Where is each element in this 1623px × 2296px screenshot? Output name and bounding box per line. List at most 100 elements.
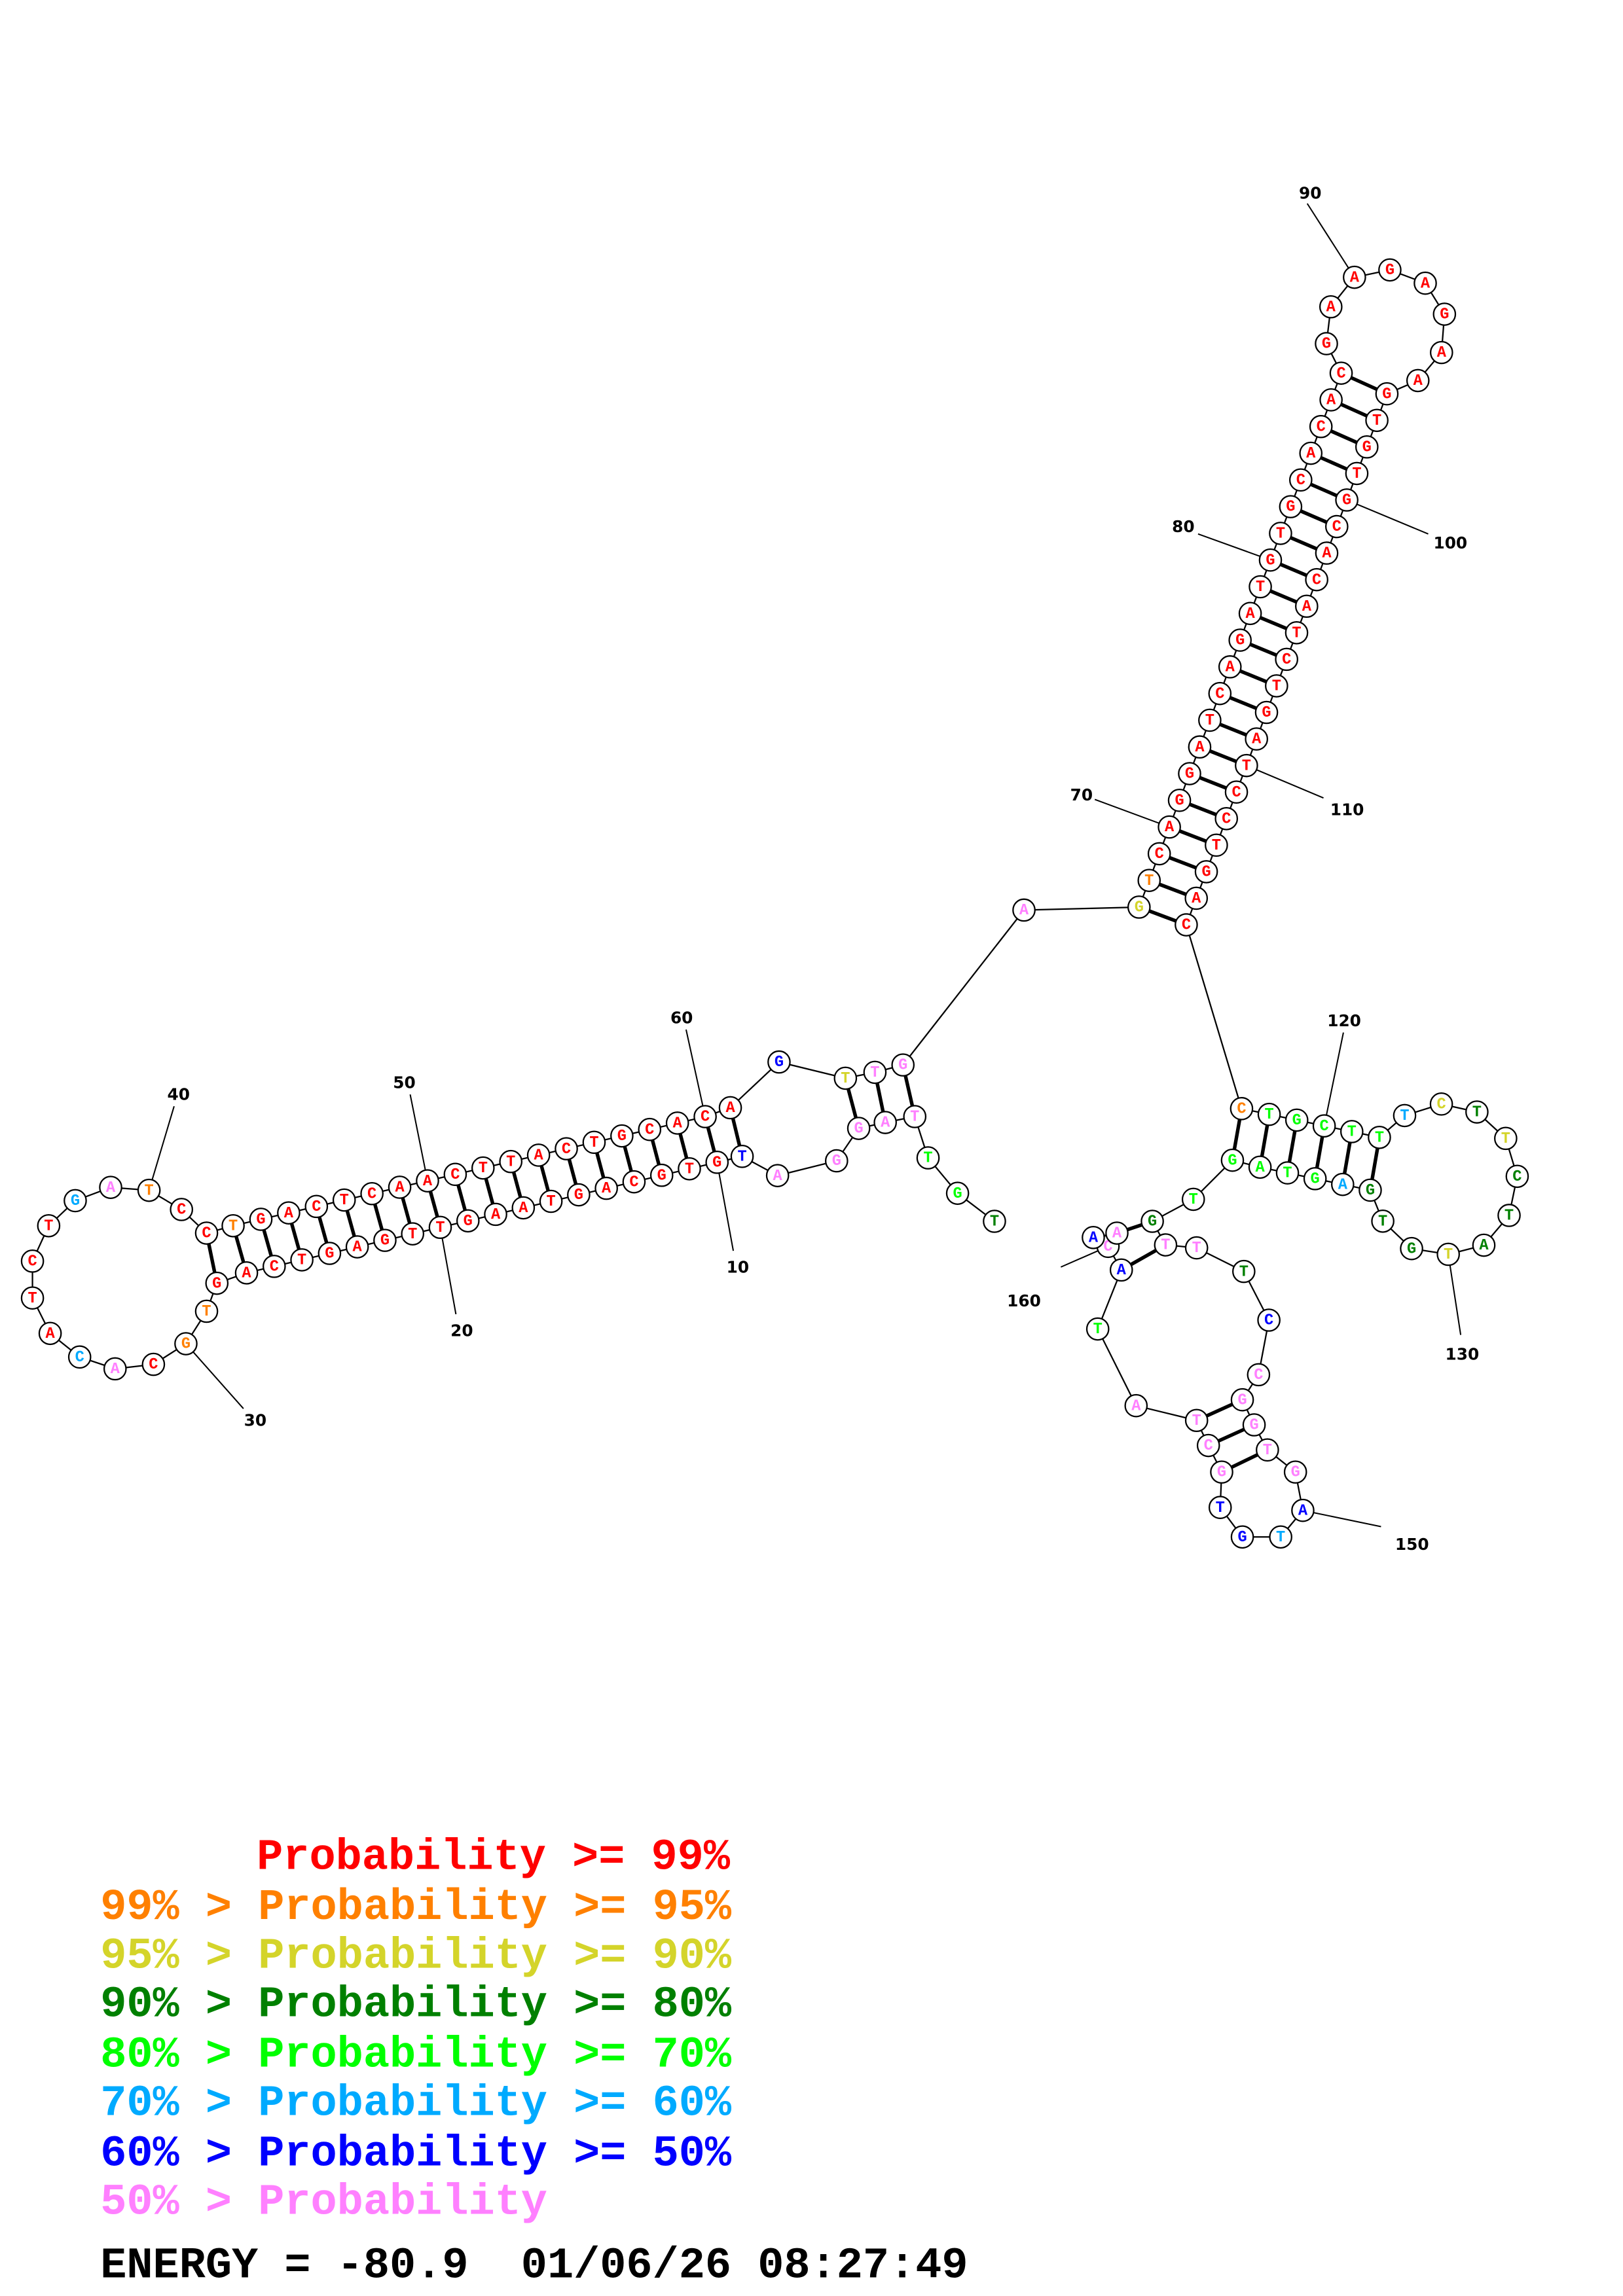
- nucleotide-letter: C: [1332, 518, 1341, 536]
- nucleotide-letter: C: [1320, 1118, 1329, 1136]
- legend-entry: Probability >= 99%: [257, 1833, 731, 1882]
- nucleotide-letter: C: [1155, 846, 1164, 863]
- nucleotide-letter: C: [1296, 472, 1305, 490]
- nucleotide-37: T: [37, 1213, 61, 1238]
- backbone-segment: [1023, 906, 1139, 911]
- nucleotide-letter: T: [228, 1217, 238, 1235]
- nucleotide-48: C: [360, 1181, 384, 1206]
- nucleotide-137: A: [1248, 1155, 1272, 1179]
- nucleotide-circle: [1245, 727, 1268, 751]
- nucleotide-circle: [891, 1053, 915, 1077]
- nucleotide-1: T: [983, 1210, 1006, 1233]
- nucleotide-circle: [526, 1143, 551, 1167]
- nucleotide-letter: A: [1326, 298, 1336, 316]
- position-label-50: 50: [393, 1073, 415, 1092]
- nucleotide-circle: [373, 1229, 397, 1252]
- nucleotide-circle: [1315, 541, 1339, 565]
- nucleotide-letter: G: [1228, 1152, 1237, 1170]
- nucleotide-circle: [1218, 655, 1242, 679]
- nucleotide-letter: G: [1366, 1182, 1375, 1200]
- nucleotide-120: C: [1312, 1114, 1336, 1138]
- nucleotide-letter: G: [712, 1154, 721, 1172]
- nucleotide-letter: G: [1286, 499, 1295, 516]
- nucleotide-letter: C: [1264, 1312, 1273, 1330]
- backbone-segment: [1185, 924, 1243, 1109]
- nucleotide-letter: G: [1385, 262, 1395, 279]
- nucleotide-letter: T: [910, 1109, 919, 1126]
- nucleotide-circle: [20, 1249, 45, 1273]
- nucleotide-136: T: [1275, 1161, 1300, 1185]
- nucleotide-circle: [1249, 575, 1272, 599]
- nucleotide-8: A: [765, 1164, 790, 1187]
- nucleotide-circle: [1505, 1164, 1529, 1189]
- nucleotide-letter: T: [685, 1160, 694, 1178]
- nucleotide-24: G: [318, 1242, 342, 1265]
- nucleotide-102: A: [1315, 541, 1339, 565]
- position-label-leader: [1197, 533, 1271, 561]
- nucleotide-83: C: [1288, 468, 1313, 492]
- nucleotide-letter: T: [1352, 465, 1361, 483]
- nucleotide-letter: A: [773, 1168, 783, 1185]
- position-label-leader: [1306, 203, 1355, 278]
- nucleotide-94: A: [1429, 340, 1453, 365]
- nucleotide-circle: [1275, 647, 1298, 672]
- nucleotide-111: C: [1224, 780, 1249, 804]
- nucleotide-59: A: [665, 1111, 689, 1135]
- nucleotide-circle: [499, 1149, 523, 1174]
- nucleotide-circle: [765, 1164, 790, 1187]
- nucleotide-circle: [1178, 762, 1201, 785]
- nucleotide-circle: [1432, 302, 1457, 326]
- nucleotide-circle: [847, 1117, 871, 1140]
- nucleotide-letter: C: [645, 1121, 654, 1139]
- nucleotide-circle: [1109, 1258, 1133, 1282]
- nucleotide-circle: [1224, 780, 1249, 804]
- nucleotide-60: C: [693, 1105, 717, 1128]
- position-label-90: 90: [1299, 184, 1321, 203]
- nucleotide-circle: [1303, 1167, 1327, 1191]
- nucleotide-146: G: [1230, 1388, 1254, 1412]
- nucleotide-161: A: [1105, 1221, 1129, 1245]
- nucleotide-circle: [1324, 514, 1349, 539]
- nucleotide-26: C: [263, 1255, 286, 1278]
- nucleotide-letter: A: [881, 1115, 890, 1132]
- nucleotide-letter: T: [1192, 1240, 1201, 1257]
- nucleotide-circle: [99, 1175, 122, 1199]
- nucleotide-34: A: [38, 1321, 62, 1346]
- nucleotide-110: T: [1235, 753, 1258, 778]
- nucleotide-circle: [1082, 1225, 1105, 1249]
- nucleotide-letter: T: [1263, 1442, 1272, 1460]
- nucleotide-85: C: [1309, 414, 1333, 439]
- nucleotide-letter: G: [181, 1336, 191, 1354]
- nucleotide-150: A: [1291, 1498, 1315, 1522]
- nucleotide-letter: G: [775, 1054, 784, 1071]
- nucleotide-letter: C: [1254, 1367, 1263, 1384]
- nucleotide-53: T: [499, 1149, 523, 1174]
- nucleotide-letter: G: [898, 1057, 907, 1075]
- nucleotide-letter: T: [1256, 579, 1265, 596]
- nucleotide-circle: [1329, 361, 1353, 385]
- nucleotide-29: T: [194, 1299, 219, 1323]
- nucleotide-letter: C: [27, 1253, 37, 1270]
- nucleotide-36: C: [20, 1249, 45, 1273]
- nucleotide-circle: [705, 1151, 729, 1174]
- legend-entry: 90% > Probability >= 80%: [100, 1981, 732, 2030]
- nucleotide-letter: T: [145, 1182, 154, 1200]
- nucleotide-circle: [1285, 621, 1309, 645]
- nucleotide-letter: T: [870, 1064, 879, 1082]
- nucleotide-158: T: [1085, 1317, 1110, 1341]
- nucleotide-7: G: [825, 1149, 848, 1173]
- nucleotide-circle: [1497, 1204, 1521, 1227]
- nucleotide-letter: G: [1217, 1464, 1226, 1482]
- nucleotide-141: T: [1154, 1233, 1178, 1257]
- nucleotide-40: T: [137, 1178, 161, 1202]
- nucleotide-letter: T: [1472, 1104, 1482, 1122]
- nucleotide-151: T: [1269, 1525, 1292, 1549]
- nucleotide-14: A: [594, 1176, 618, 1200]
- nucleotide-69: C: [1147, 842, 1171, 866]
- nucleotide-circle: [1288, 468, 1313, 492]
- nucleotide-55: C: [555, 1137, 578, 1160]
- nucleotide-letter: G: [212, 1275, 221, 1293]
- nucleotide-letter: T: [1216, 1499, 1225, 1517]
- nucleotide-circle: [170, 1198, 194, 1221]
